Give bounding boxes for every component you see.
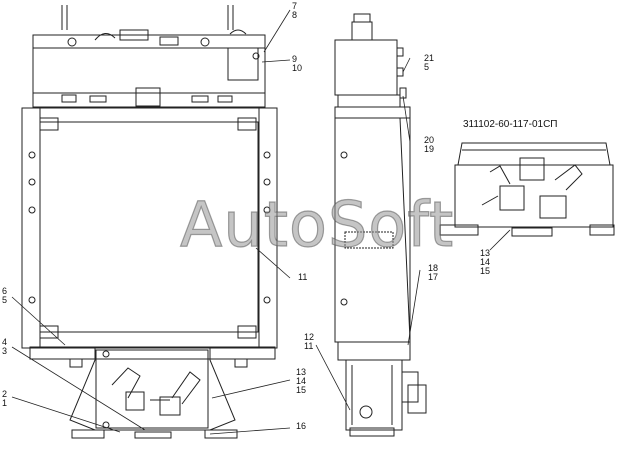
callout-20-19: 20 19 — [424, 136, 434, 154]
callout-num: 5 — [2, 295, 8, 305]
callout-21-5: 21 5 — [424, 54, 434, 72]
callout-num: 15 — [296, 385, 307, 395]
callout-13-15: 13 14 15 — [296, 368, 306, 395]
callout-num: 17 — [428, 272, 439, 282]
callout-num: 7 — [292, 1, 298, 11]
callout-13-15-detail: 13 14 15 — [480, 249, 490, 276]
callout-num: 3 — [2, 346, 8, 356]
document-number: 311102-60-117-01СП — [463, 119, 558, 130]
detail-body — [454, 164, 614, 228]
callout-16: 16 — [296, 422, 306, 431]
leader-lines — [11, 9, 511, 435]
callout-num: 13 — [296, 367, 307, 377]
front-view — [21, 5, 278, 439]
callout-num: 6 — [2, 286, 8, 296]
callout-num: 4 — [2, 337, 8, 347]
callout-num: 11 — [304, 341, 314, 351]
callout-num: 12 — [304, 332, 315, 342]
callout-num: 8 — [292, 10, 298, 20]
callout-num: 20 — [424, 135, 435, 145]
callout-num: 10 — [292, 63, 303, 73]
callout-num: 5 — [424, 62, 430, 72]
callout-18-17: 18 17 — [428, 264, 438, 282]
callout-num: 21 — [424, 53, 435, 63]
callout-12-11: 12 11 — [304, 333, 314, 351]
top-tank — [32, 34, 266, 94]
callout-num: 1 — [2, 398, 8, 408]
callout-7-8: 7 8 — [292, 2, 297, 20]
side-view — [334, 13, 427, 437]
callout-num: 14 — [296, 376, 307, 386]
callout-2-1: 2 1 — [2, 390, 7, 408]
callout-6-5: 6 5 — [2, 287, 7, 305]
lower-cover — [95, 349, 209, 429]
callout-num: 9 — [292, 54, 298, 64]
watermark-text: AutoSoft — [179, 187, 455, 261]
callout-11: 11 — [298, 273, 307, 282]
callout-num: 18 — [428, 263, 439, 273]
callout-num: 13 — [480, 248, 491, 258]
callout-4-3: 4 3 — [2, 338, 7, 356]
callout-num: 15 — [480, 266, 491, 276]
callout-num: 19 — [424, 144, 435, 154]
callout-num: 16 — [296, 421, 307, 431]
detail-view — [439, 142, 615, 237]
side-top-block — [334, 39, 398, 96]
callout-num: 14 — [480, 257, 491, 267]
callout-num: 11 — [298, 272, 308, 282]
callout-num: 2 — [2, 389, 8, 399]
callout-9-10: 9 10 — [292, 55, 302, 73]
